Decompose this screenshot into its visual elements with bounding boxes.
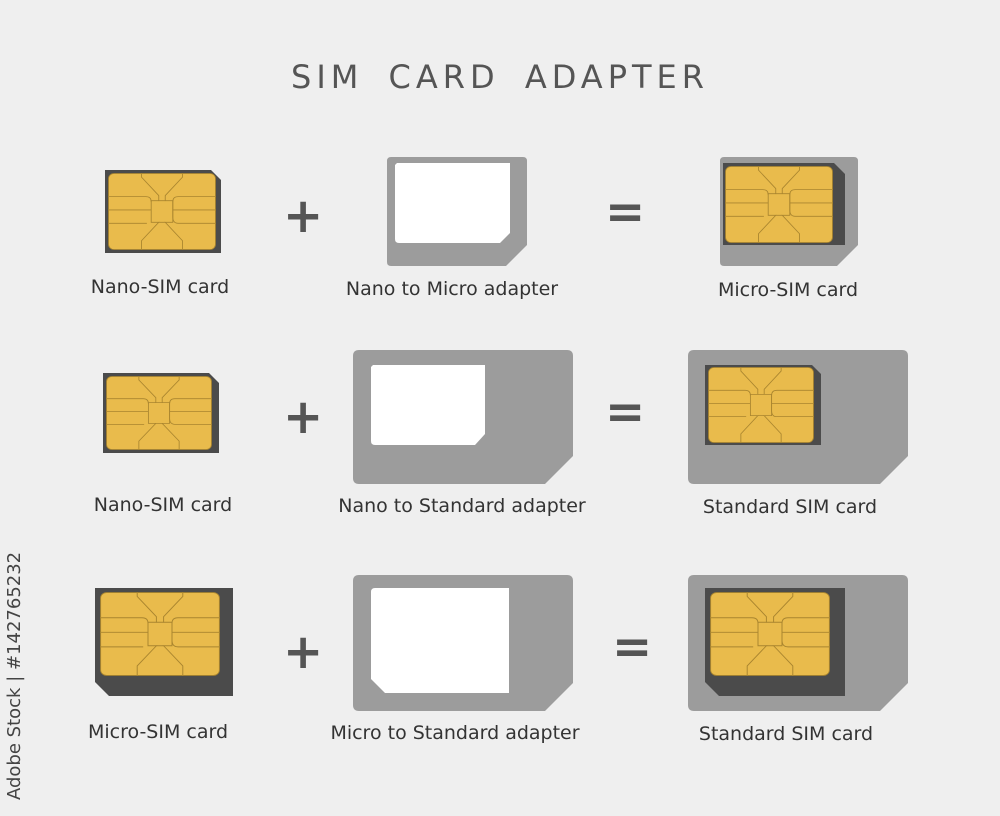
row1-result-label: Micro-SIM card [717,279,859,301]
page-title: SIM CARD ADAPTER [291,58,709,96]
row3-adapter-label: Micro to Standard adapter [330,722,580,744]
row1-input-label: Nano-SIM card [90,276,230,298]
stock-credit: Adobe Stock | #142765232 [4,551,25,800]
plus-icon: + [283,624,324,680]
row2-adapter-label: Nano to Standard adapter [338,495,586,517]
micro-sim-card [720,157,858,266]
equals-icon: = [612,619,653,675]
row2-result-label: Standard SIM card [702,496,878,518]
equals-icon: = [605,184,646,240]
row2-input-label: Nano-SIM card [93,494,233,516]
plus-icon: + [283,188,324,244]
micro-sim-card [95,588,233,696]
nano-sim-card [103,373,219,453]
nano-to-micro-adapter [387,157,527,266]
plus-icon: + [283,389,324,445]
standard-sim-card [688,350,908,484]
nano-to-standard-adapter [353,350,573,484]
nano-sim-card [105,170,221,253]
row3-input-label: Micro-SIM card [87,721,229,743]
micro-to-standard-adapter [353,575,573,711]
standard-sim-card [688,575,908,711]
row3-result-label: Standard SIM card [698,723,874,745]
equals-icon: = [605,384,646,440]
row1-adapter-label: Nano to Micro adapter [345,278,559,300]
